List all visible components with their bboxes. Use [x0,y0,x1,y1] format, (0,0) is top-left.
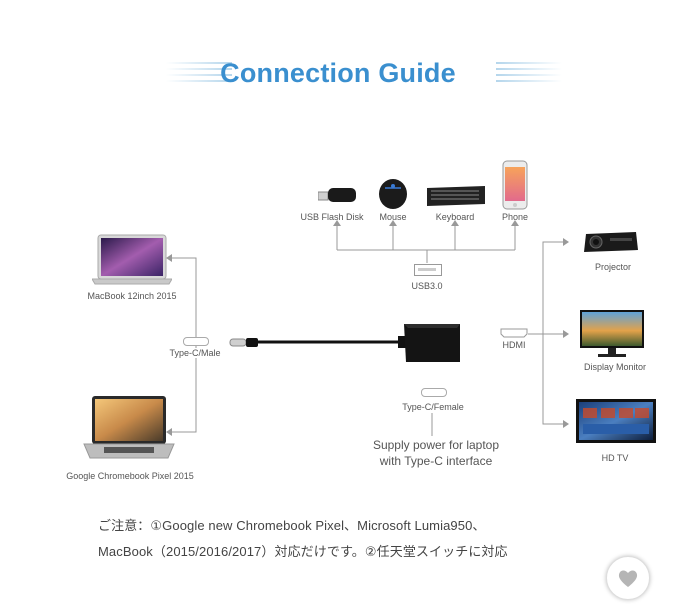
power-supply-line-2: with Type-C interface [379,454,493,468]
macbook-image [92,234,172,285]
display-monitor-image [580,310,644,357]
hd-tv-image [576,399,656,443]
title-decoration-left [166,62,232,90]
projector-image [584,232,638,252]
hdmi-port-icon [500,328,528,338]
type-c-female-port-icon [421,388,447,397]
hd-tv-label: HD TV [601,453,629,463]
heart-icon [618,570,638,587]
compatibility-note-line-1: ご注意：①Google new Chromebook Pixel、Microso… [98,518,486,533]
type-c-port-icon [183,337,209,346]
mouse-image [379,179,407,209]
arrow-to-projector [563,238,569,246]
arrow-to-monitor [563,330,569,338]
usb-port-label: USB3.0 [411,281,443,291]
usb-flash-disk-label: USB Flash Disk [300,212,364,222]
usb-c-hub-image [229,324,460,362]
power-supply-line-1: Supply power for laptop [372,438,500,452]
macbook-label: MacBook 12inch 2015 [87,291,177,301]
hdmi-label: HDMI [502,340,526,350]
display-monitor-label: Display Monitor [583,362,647,372]
arrow-to-chromebook [166,428,172,436]
usb-flash-disk-image [318,188,356,202]
arrow-to-phone [511,220,519,226]
compatibility-note-line-2: MacBook（2015/2016/2017）対応だけです。②任天堂スイッチに対… [98,544,508,559]
page-title: Connection Guide [220,58,456,88]
keyboard-label: Keyboard [435,212,475,222]
projector-label: Projector [594,262,631,272]
title-decoration-right [496,62,562,90]
arrow-to-usb-flash [333,220,341,226]
usb-port-icon [414,264,442,276]
arrow-to-tv [563,420,569,428]
chromebook-image [83,396,175,459]
favorite-button[interactable] [606,556,650,600]
phone-label: Phone [501,212,529,222]
mouse-label: Mouse [379,212,407,222]
arrow-to-macbook [166,254,172,262]
phone-image [502,160,528,210]
hdmi-tree-line [542,241,563,425]
arrow-to-mouse [389,220,397,226]
power-supply-note: Supply power for laptop with Type-C inte… [350,437,522,469]
type-c-male-label: Type-C/Male [160,348,230,358]
title-banner: Connection Guide [0,54,676,98]
keyboard-image [427,186,485,206]
arrow-to-keyboard [451,220,459,226]
chromebook-label: Google Chromebook Pixel 2015 [66,471,194,481]
type-c-female-label: Type-C/Female [392,402,474,412]
